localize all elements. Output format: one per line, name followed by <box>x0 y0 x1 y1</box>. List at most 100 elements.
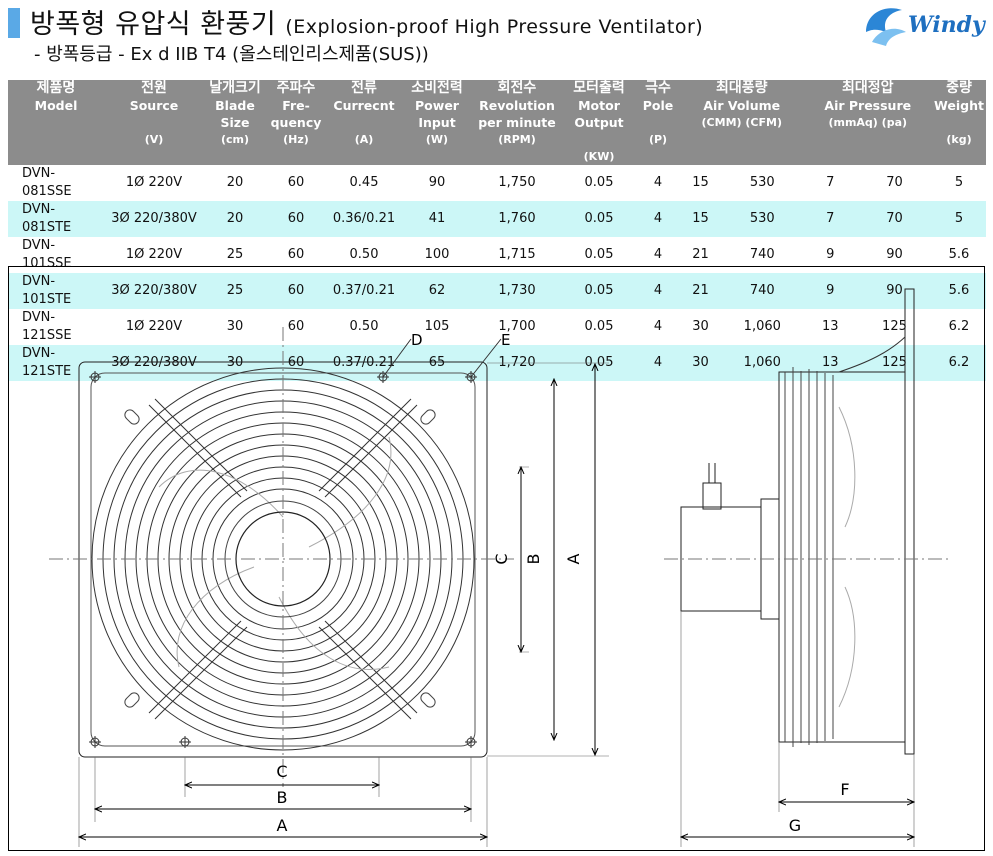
table-cell: 100 <box>424 247 450 262</box>
table-cell: 4 <box>636 201 680 237</box>
table-cell: 90 <box>886 247 903 262</box>
model-cell: DVN-121SSE <box>22 310 72 343</box>
table-cell: 0.36/0.21 <box>326 201 402 237</box>
drawing-svg: D E A B C C B A <box>49 288 949 847</box>
table-cell: 90 <box>428 175 446 190</box>
table-cell: 0.05 <box>584 247 614 262</box>
table-cell: 62 <box>402 273 472 309</box>
table-cell: 5.6 <box>948 247 970 262</box>
table-cell: 125 <box>882 319 907 334</box>
table-cell: 4 <box>653 175 663 190</box>
blade-curve-top <box>838 406 856 528</box>
table-cell: 7 <box>826 175 835 190</box>
table-cell: 20 <box>226 175 244 190</box>
table-cell: 1,060 <box>743 319 781 334</box>
guard-ribs <box>784 367 834 747</box>
table-cell: 21 <box>680 273 722 309</box>
table-cell: 1Ø 220V <box>125 175 183 190</box>
front-horizontal-dimensions <box>79 757 487 847</box>
windy-logo <box>866 8 906 46</box>
flange-plate <box>904 288 915 755</box>
guard-spokes <box>148 398 418 720</box>
leader-d <box>382 338 412 378</box>
table-cell: 4 <box>653 247 663 262</box>
table-cell: 21 <box>692 247 709 262</box>
table-cell: 0.05 <box>584 175 614 190</box>
table-cell: 20 <box>204 201 266 237</box>
table-cell: 1,760 <box>472 201 562 237</box>
fan-blades <box>158 436 392 670</box>
table-cell: 530 <box>721 201 804 237</box>
table-cell: 70 <box>886 175 903 190</box>
front-view <box>49 327 514 787</box>
model-cell: DVN-081SSE <box>22 166 72 199</box>
table-cell: 0.50 <box>349 247 379 262</box>
table-cell: 0.05 <box>584 319 614 334</box>
table-cell: 4 <box>636 345 680 381</box>
label-b-horizontal: B <box>277 788 288 807</box>
page-subtitle: - 방폭등급 - Ex d IIB T4 (올스테인리스제품(SUS)) <box>34 40 429 66</box>
table-cell: 5 <box>954 175 964 190</box>
table-cell: 4 <box>636 273 680 309</box>
table-cell: 15 <box>680 201 722 237</box>
table-cell: 13 <box>821 319 839 334</box>
table-cell: 65 <box>402 345 472 381</box>
label-g: G <box>789 816 801 835</box>
explosion-rating: Ex d IIB T4 <box>130 44 227 65</box>
table-cell: 0.45 <box>349 175 379 190</box>
technical-drawing: D E A B C C B A <box>8 266 985 851</box>
table-cell: 13 <box>803 345 857 381</box>
table-cell: 9 <box>803 273 857 309</box>
label-a-vertical: A <box>564 553 583 564</box>
model-cell: DVN-101SSE <box>22 238 72 271</box>
table-cell: 0.05 <box>562 273 636 309</box>
table-cell: 125 <box>856 345 932 381</box>
table-cell: 5.6 <box>932 273 986 309</box>
table-cell: 5 <box>932 201 986 237</box>
table-cell: 3Ø 220/380V <box>104 201 204 237</box>
title-accent-bar <box>8 8 20 38</box>
label-c-horizontal: C <box>276 762 287 781</box>
table-cell: 740 <box>749 247 775 262</box>
front-vertical-dimensions <box>487 362 609 757</box>
table-cell: 41 <box>402 201 472 237</box>
table-cell: 9 <box>826 247 835 262</box>
page-title: 방폭형 유압식 환풍기 (Explosion-proof High Pressu… <box>30 2 703 41</box>
table-cell: 6.2 <box>948 319 970 334</box>
table-cell: 25 <box>226 247 244 262</box>
table-cell: 1Ø 220V <box>125 319 183 334</box>
table-cell: 60 <box>287 247 305 262</box>
table-cell: 60 <box>287 175 305 190</box>
table-cell: 530 <box>749 175 775 190</box>
table-cell: 60 <box>266 201 326 237</box>
table-cell: 3Ø 220/380V <box>104 345 204 381</box>
side-dimensions <box>681 611 914 847</box>
table-cell: 15 <box>692 175 709 190</box>
table-cell: 4 <box>653 319 663 334</box>
title-english: (Explosion-proof High Pressure Ventilato… <box>285 16 704 38</box>
logo-text: Windy <box>908 12 985 38</box>
table-cell: 25 <box>204 273 266 309</box>
table-cell: 105 <box>424 319 450 334</box>
leader-e <box>470 338 502 378</box>
label-b-vertical: B <box>524 554 543 565</box>
label-a-horizontal: A <box>277 816 288 835</box>
table-cell: 1Ø 220V <box>125 247 183 262</box>
center-lines <box>49 327 514 787</box>
table-cell: 60 <box>266 273 326 309</box>
table-cell: 3Ø 220/380V <box>104 273 204 309</box>
housing <box>778 371 906 743</box>
